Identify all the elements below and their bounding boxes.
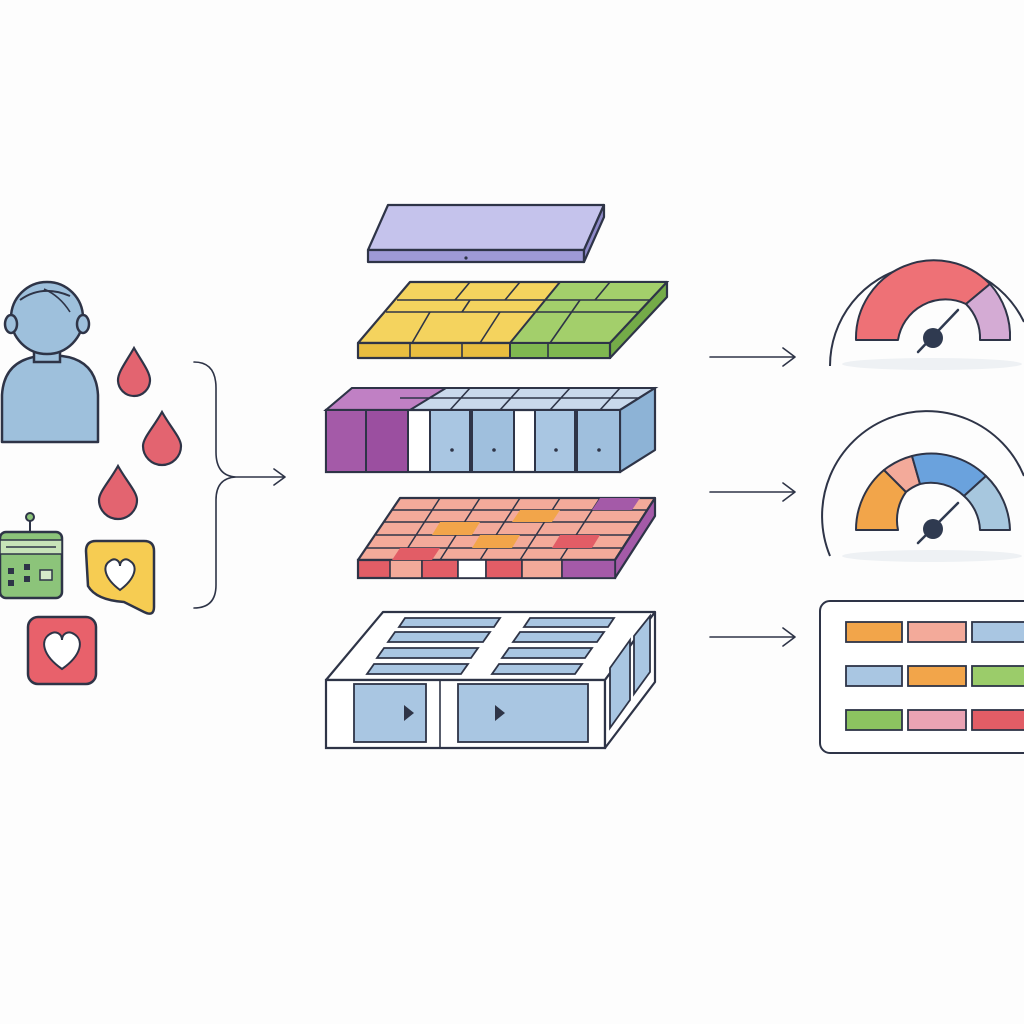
table-cell xyxy=(907,621,967,643)
layer-multicolor-grid xyxy=(356,496,657,580)
table-cell xyxy=(907,665,967,687)
layer-blue-drawer-blocks xyxy=(324,610,657,750)
layer-top-slab xyxy=(366,203,606,264)
gauge-1 xyxy=(829,259,1024,370)
results-table-card xyxy=(819,600,1024,754)
layer-purple-blue-blocks xyxy=(323,386,659,474)
table-cell xyxy=(907,709,967,731)
medical-device-icon xyxy=(0,512,64,600)
gauge-2 xyxy=(821,410,1024,562)
blood-drop-icon xyxy=(116,345,152,398)
arrow-icon xyxy=(709,627,796,647)
table-cell xyxy=(845,621,903,643)
arrow-icon xyxy=(709,347,796,367)
table-cell xyxy=(845,709,903,731)
blood-drop-icon xyxy=(97,463,139,521)
output-arrows xyxy=(709,347,796,647)
input-brace xyxy=(193,361,286,609)
inputs-group xyxy=(0,280,183,686)
table-cell xyxy=(845,665,903,687)
table-cell xyxy=(971,665,1024,687)
model-layers xyxy=(323,203,670,750)
layer-yellow-green-grid xyxy=(356,280,670,360)
heart-icon xyxy=(84,539,156,615)
table-cell xyxy=(971,709,1024,731)
patient-icon xyxy=(0,280,100,444)
blood-drop-icon xyxy=(141,409,183,467)
table-cell xyxy=(971,621,1024,643)
heart-icon xyxy=(26,615,98,686)
arrow-icon xyxy=(709,482,796,502)
